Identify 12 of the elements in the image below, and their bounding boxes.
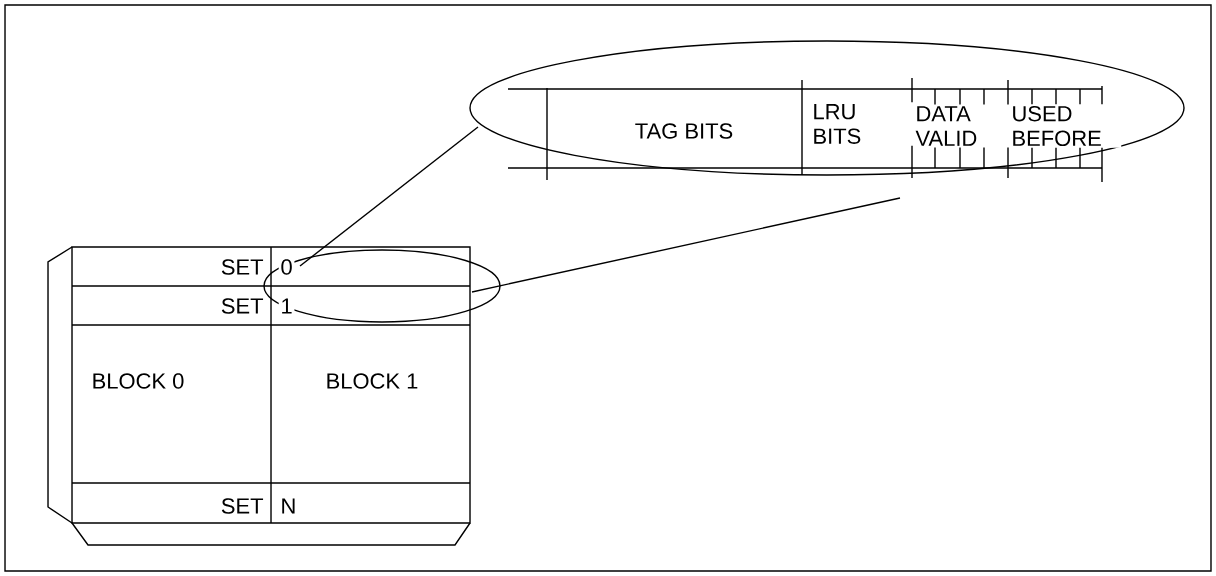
block-label: BLOCK 1 (323, 371, 421, 391)
set-label: 1 (278, 296, 295, 316)
field-label: DATA VALID (913, 104, 1012, 148)
field-label: USED BEFORE (1009, 104, 1122, 148)
set-label: SET (219, 496, 266, 516)
field-label: LRU BITS (810, 102, 915, 146)
block-label: BLOCK 0 (89, 371, 187, 391)
set-label: 0 (278, 257, 295, 277)
set-label: SET (219, 296, 266, 316)
set-label: N (278, 496, 299, 516)
set-label: SET (219, 257, 266, 277)
field-label: TAG BITS (633, 121, 735, 141)
